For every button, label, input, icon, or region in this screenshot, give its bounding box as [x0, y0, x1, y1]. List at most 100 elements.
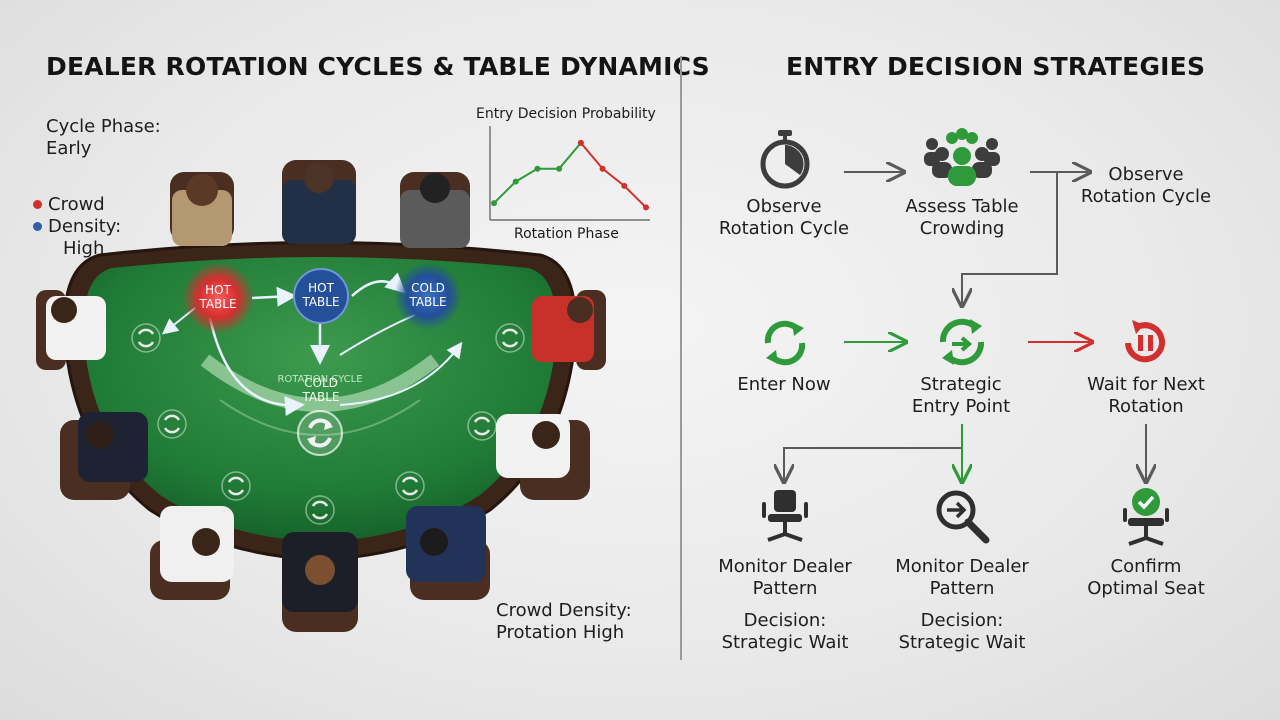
legend-crowd: Crowd	[33, 194, 105, 216]
assess-label: Assess Table Crowding	[888, 196, 1036, 240]
cold-table-2-line2: TABLE	[301, 390, 339, 404]
seat-rotation-icon	[395, 471, 425, 501]
bottom-label-1: Crowd Density:	[496, 600, 632, 621]
right-panel-title: ENTRY DECISION STRATEGIES	[786, 52, 1206, 81]
blue-dot-icon	[33, 222, 42, 231]
enter-now-label: Enter Now	[737, 374, 831, 395]
chart-point	[599, 165, 606, 172]
player-bottom-left	[150, 506, 234, 600]
cold-table-2-line1: COLD	[304, 376, 338, 390]
seat-rotation-icon	[305, 495, 335, 525]
flow-connectors	[682, 100, 1280, 620]
seat-rotation-icon	[495, 323, 525, 353]
player-top-left	[170, 172, 234, 246]
chart-point	[577, 139, 584, 146]
poker-table-illustration: ROTATION CYCLE HOT TABLE HOT TABLE COLD …	[36, 160, 606, 632]
red-dot-icon	[33, 200, 42, 209]
seat-rotation-icon	[157, 409, 187, 439]
magnifier-icon	[936, 490, 990, 544]
monitor-1-line1: Monitor Dealer	[718, 556, 852, 577]
monitor-2-label: Monitor Dealer Pattern	[887, 556, 1037, 600]
chart-point	[491, 200, 497, 207]
rotation-arc-text: ROTATION CYCLE	[277, 374, 362, 385]
panel-divider	[680, 56, 682, 660]
confirm-label: Confirm Optimal Seat	[1076, 556, 1216, 600]
chart-point	[534, 165, 541, 172]
player-top-center	[282, 160, 356, 244]
cold-table-badge-1	[394, 262, 462, 330]
crowd-icon	[924, 128, 1000, 186]
seat-rotation-icon	[221, 471, 251, 501]
legend-density: Density:	[33, 216, 121, 238]
decision-2-label: Decision: Strategic Wait	[887, 610, 1037, 654]
refresh-cycle-icon	[939, 318, 985, 366]
observe-2-line1: Observe	[1108, 164, 1184, 185]
hot-table-1-line2: TABLE	[198, 297, 236, 311]
observe-1-label: Observe Rotation Cycle	[714, 196, 854, 240]
observe-1-line1: Observe	[746, 196, 822, 217]
cold-table-1-line1: COLD	[411, 281, 445, 295]
stopwatch-icon	[760, 130, 810, 189]
chart-point	[621, 182, 628, 189]
observe-2-label: Observe Rotation Cycle	[1076, 164, 1216, 208]
wait-line1: Wait for Next	[1087, 374, 1205, 395]
left-panel-title: DEALER ROTATION CYCLES & TABLE DYNAMICS	[46, 52, 710, 81]
connector-to-strategic	[962, 172, 1058, 304]
player-top-right	[400, 172, 470, 248]
arrow-hot-to-hot	[251, 286, 297, 307]
monitor-2-line1: Monitor Dealer	[895, 556, 1029, 577]
observe-1-line2: Rotation Cycle	[718, 218, 850, 239]
chart-point	[556, 165, 563, 172]
arrow-hot-down	[208, 317, 305, 417]
decision-2-line1: Decision:	[920, 610, 1004, 631]
cycle-phase-label: Cycle Phase:	[46, 116, 161, 137]
strategic-label: Strategic Entry Point	[896, 374, 1026, 418]
probability-chart	[489, 126, 650, 221]
legend-density-label: Density:	[48, 216, 122, 237]
rotation-arc-ring	[200, 354, 440, 412]
center-rotation-icon	[297, 410, 343, 456]
bottom-label-2: Protation High	[496, 622, 625, 643]
player-lower-left	[60, 412, 148, 500]
confirm-line2: Optimal Seat	[1087, 578, 1205, 599]
player-lower-right	[496, 414, 590, 500]
assess-line2: Crowding	[919, 218, 1005, 239]
hot-table-1-line1: HOT	[205, 283, 231, 297]
monitor-2-line2: Pattern	[929, 578, 995, 599]
hot-table-badge-1	[182, 262, 254, 334]
player-bottom-right	[406, 506, 490, 600]
wait-line2: Rotation	[1108, 396, 1184, 417]
hot-table-badge-2	[293, 268, 349, 324]
hot-table-2-line2: TABLE	[301, 295, 339, 309]
legend-density-value: High	[63, 238, 105, 259]
rotation-arc-ring-inner	[219, 399, 421, 436]
chart-point	[512, 178, 519, 185]
monitor-1-label: Monitor Dealer Pattern	[710, 556, 860, 600]
chart-point	[643, 204, 649, 211]
assess-line1: Assess Table	[905, 196, 1019, 217]
legend-crowd-label: Crowd	[48, 194, 105, 215]
pause-icon	[1125, 320, 1165, 363]
hot-table-2-line1: HOT	[308, 281, 334, 295]
arrow-center-right	[339, 341, 463, 406]
office-chair-icon	[762, 490, 808, 542]
strategic-line2: Entry Point	[911, 396, 1011, 417]
wait-label: Wait for Next Rotation	[1072, 374, 1220, 418]
player-bottom-center	[282, 532, 358, 632]
cycle-phase-value: Early	[46, 138, 92, 159]
strategic-line1: Strategic	[920, 374, 1002, 395]
decision-1-line2: Strategic Wait	[721, 632, 849, 653]
observe-2-line2: Rotation Cycle	[1080, 186, 1212, 207]
seat-rotation-icon	[131, 323, 161, 353]
decision-1-label: Decision: Strategic Wait	[710, 610, 860, 654]
chart-x-label: Rotation Phase	[514, 226, 619, 242]
checked-chair-icon	[1123, 488, 1169, 546]
cold-table-1-line2: TABLE	[408, 295, 446, 309]
decision-1-line1: Decision:	[743, 610, 827, 631]
decision-2-line2: Strategic Wait	[898, 632, 1026, 653]
chart-title: Entry Decision Probability	[476, 106, 656, 122]
player-left	[36, 290, 106, 370]
refresh-green-icon	[764, 320, 806, 366]
confirm-line1: Confirm	[1110, 556, 1182, 577]
monitor-1-line2: Pattern	[752, 578, 818, 599]
